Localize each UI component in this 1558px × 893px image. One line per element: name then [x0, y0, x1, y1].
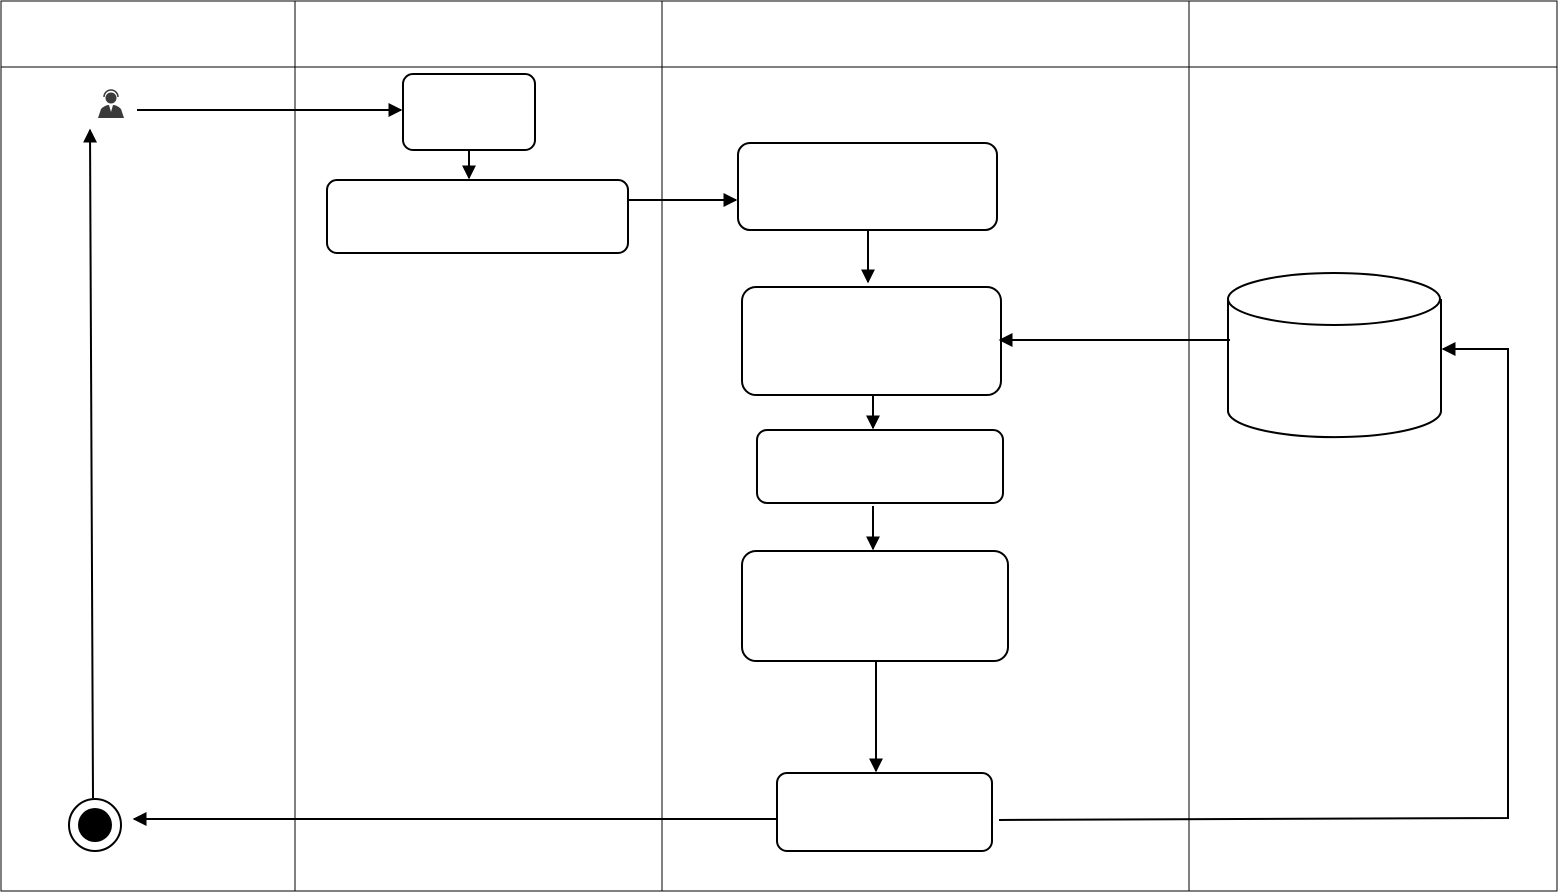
user-icon	[98, 89, 124, 118]
activity-box-3	[737, 142, 998, 231]
activity-box-5	[756, 429, 1004, 504]
activity-box-4	[741, 286, 1002, 396]
edge-box-7-to-database	[998, 342, 1509, 821]
final-node	[68, 798, 122, 852]
activity-box-1	[402, 73, 536, 151]
database-cylinder	[1227, 272, 1442, 439]
activity-box-6	[741, 550, 1009, 662]
edge-final-to-actor	[83, 128, 98, 799]
connectors	[83, 103, 1509, 826]
activity-box-7	[776, 772, 993, 852]
activity-box-2	[326, 179, 629, 254]
